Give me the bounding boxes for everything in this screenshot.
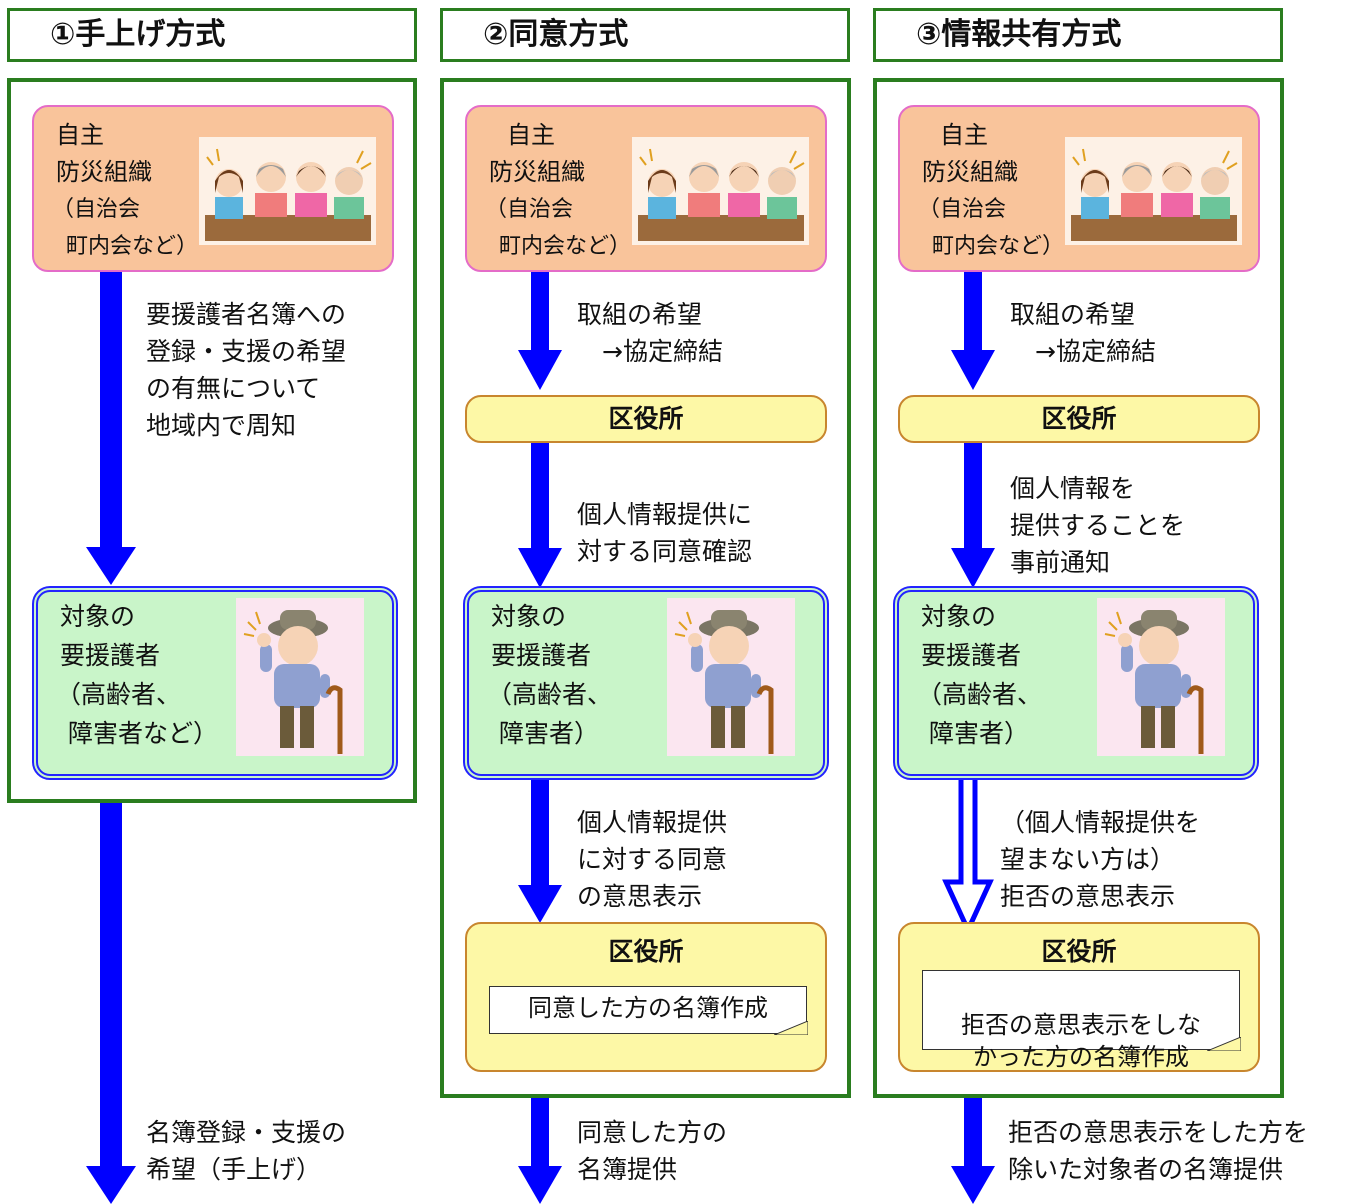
column-title: ②同意方式 [483, 17, 629, 52]
page-fold-icon [1207, 1037, 1241, 1051]
arrow-col1-final [86, 801, 136, 1204]
final-label-col2: 同意した方の 名簿提供 [577, 1118, 728, 1184]
roster-note: 同意した方の名簿作成 [489, 986, 808, 1035]
person-line: 要援護者 [491, 641, 592, 670]
office-label: 区役所 [608, 404, 684, 433]
org-box-1: 自主 防災組織 （自治会 町内会など） [32, 105, 394, 272]
person-box-3: 対象の 要援護者 （高齢者、 障害者） [893, 586, 1259, 780]
step-label-col1-1: 要援護者名簿への 登録・支援の希望 の有無について 地域内で周知 [146, 300, 347, 440]
org-line: 防災組織 [489, 158, 585, 186]
step-label-col3-3: （個人情報提供を 望まない方は） 拒否の意思表示 [1000, 808, 1201, 911]
org-box-3: 自主 防災組織 （自治会 町内会など） [898, 105, 1260, 272]
person-box-2: 対象の 要援護者 （高齢者、 障害者） [463, 586, 829, 780]
office-label: 区役所 [1041, 404, 1117, 433]
org-line: 町内会など） [499, 234, 632, 259]
office-box-col2: 区役所 [465, 395, 827, 443]
step-label-col3-1: 取組の希望 →協定締結 [1010, 300, 1156, 366]
arrow-col2-step2 [518, 442, 562, 588]
office-label: 区役所 [608, 937, 684, 966]
arrow-col3-final [951, 1098, 995, 1204]
step-label-col2-1: 取組の希望 →協定締結 [577, 300, 723, 366]
step-label-col2-2: 個人情報提供に 対する同意確認 [577, 500, 753, 566]
office-label: 区役所 [1041, 937, 1117, 966]
roster-note-text: 同意した方の名簿作成 [528, 994, 768, 1022]
final-label-col3: 拒否の意思表示をした方を 除いた対象者の名簿提供 [1008, 1118, 1309, 1184]
org-line: 防災組織 [922, 158, 1018, 186]
person-line: 対象の [60, 602, 136, 631]
person-line: （高齢者、 [56, 680, 182, 709]
person-box-1: 対象の 要援護者 （高齢者、 障害者など） [32, 586, 398, 780]
org-line: 自主 [507, 121, 555, 149]
org-line: 町内会など） [66, 234, 199, 259]
roster-note-text: 拒否の意思表示をしな かった方の名簿作成 [961, 1011, 1201, 1071]
office-box-col3-result: 区役所 拒否の意思表示をしな かった方の名簿作成 [898, 922, 1260, 1072]
org-line: （自治会 [918, 197, 1007, 222]
person-line: 対象の [491, 602, 567, 631]
elderly-man-with-cane-illustration [667, 598, 795, 756]
column-title: ③情報共有方式 [916, 17, 1122, 52]
org-line: （自治会 [52, 197, 141, 222]
column-header-3: ③情報共有方式 [873, 8, 1283, 62]
person-line: 障害者） [929, 719, 1030, 748]
org-line: 町内会など） [932, 234, 1065, 259]
elderly-man-with-cane-illustration [1097, 598, 1225, 756]
arrow-col3-step2 [951, 442, 995, 588]
column-title: ①手上げ方式 [50, 17, 226, 52]
office-box-col3: 区役所 [898, 395, 1260, 443]
group-of-people-illustration [199, 137, 376, 245]
group-of-people-illustration [632, 137, 809, 245]
final-label-col1: 名簿登録・支援の 希望（手上げ） [146, 1118, 347, 1184]
step-label-col2-3: 個人情報提供 に対する同意 の意思表示 [577, 808, 728, 911]
panel-1 [7, 78, 417, 803]
column-header-2: ②同意方式 [440, 8, 850, 62]
panel-3 [873, 78, 1284, 1098]
org-line: 自主 [940, 121, 988, 149]
person-line: 障害者） [499, 719, 600, 748]
org-line: 自主 [56, 121, 104, 149]
person-line: （高齢者、 [487, 680, 613, 709]
step-label-col3-2: 個人情報を 提供することを 事前通知 [1010, 474, 1186, 577]
group-of-people-illustration [1065, 137, 1242, 245]
person-line: 障害者など） [68, 719, 219, 748]
page-fold-icon [774, 1021, 808, 1035]
column-header-1: ①手上げ方式 [7, 8, 417, 62]
person-line: （高齢者、 [917, 680, 1043, 709]
arrow-col2-step3 [518, 777, 562, 923]
elderly-man-with-cane-illustration [236, 598, 364, 756]
arrow-col3-step1 [951, 272, 995, 390]
person-line: 対象の [921, 602, 997, 631]
person-line: 要援護者 [921, 641, 1022, 670]
arrow-col1-step1 [86, 272, 136, 585]
office-box-col2-result: 区役所 同意した方の名簿作成 [465, 922, 827, 1072]
arrow-col2-final [518, 1098, 562, 1204]
roster-note: 拒否の意思表示をしな かった方の名簿作成 [922, 970, 1241, 1071]
org-line: 防災組織 [56, 158, 152, 186]
person-line: 要援護者 [60, 641, 161, 670]
org-box-2: 自主 防災組織 （自治会 町内会など） [465, 105, 827, 272]
org-line: （自治会 [485, 197, 574, 222]
arrow-col2-step1 [518, 272, 562, 390]
panel-2 [440, 78, 851, 1098]
